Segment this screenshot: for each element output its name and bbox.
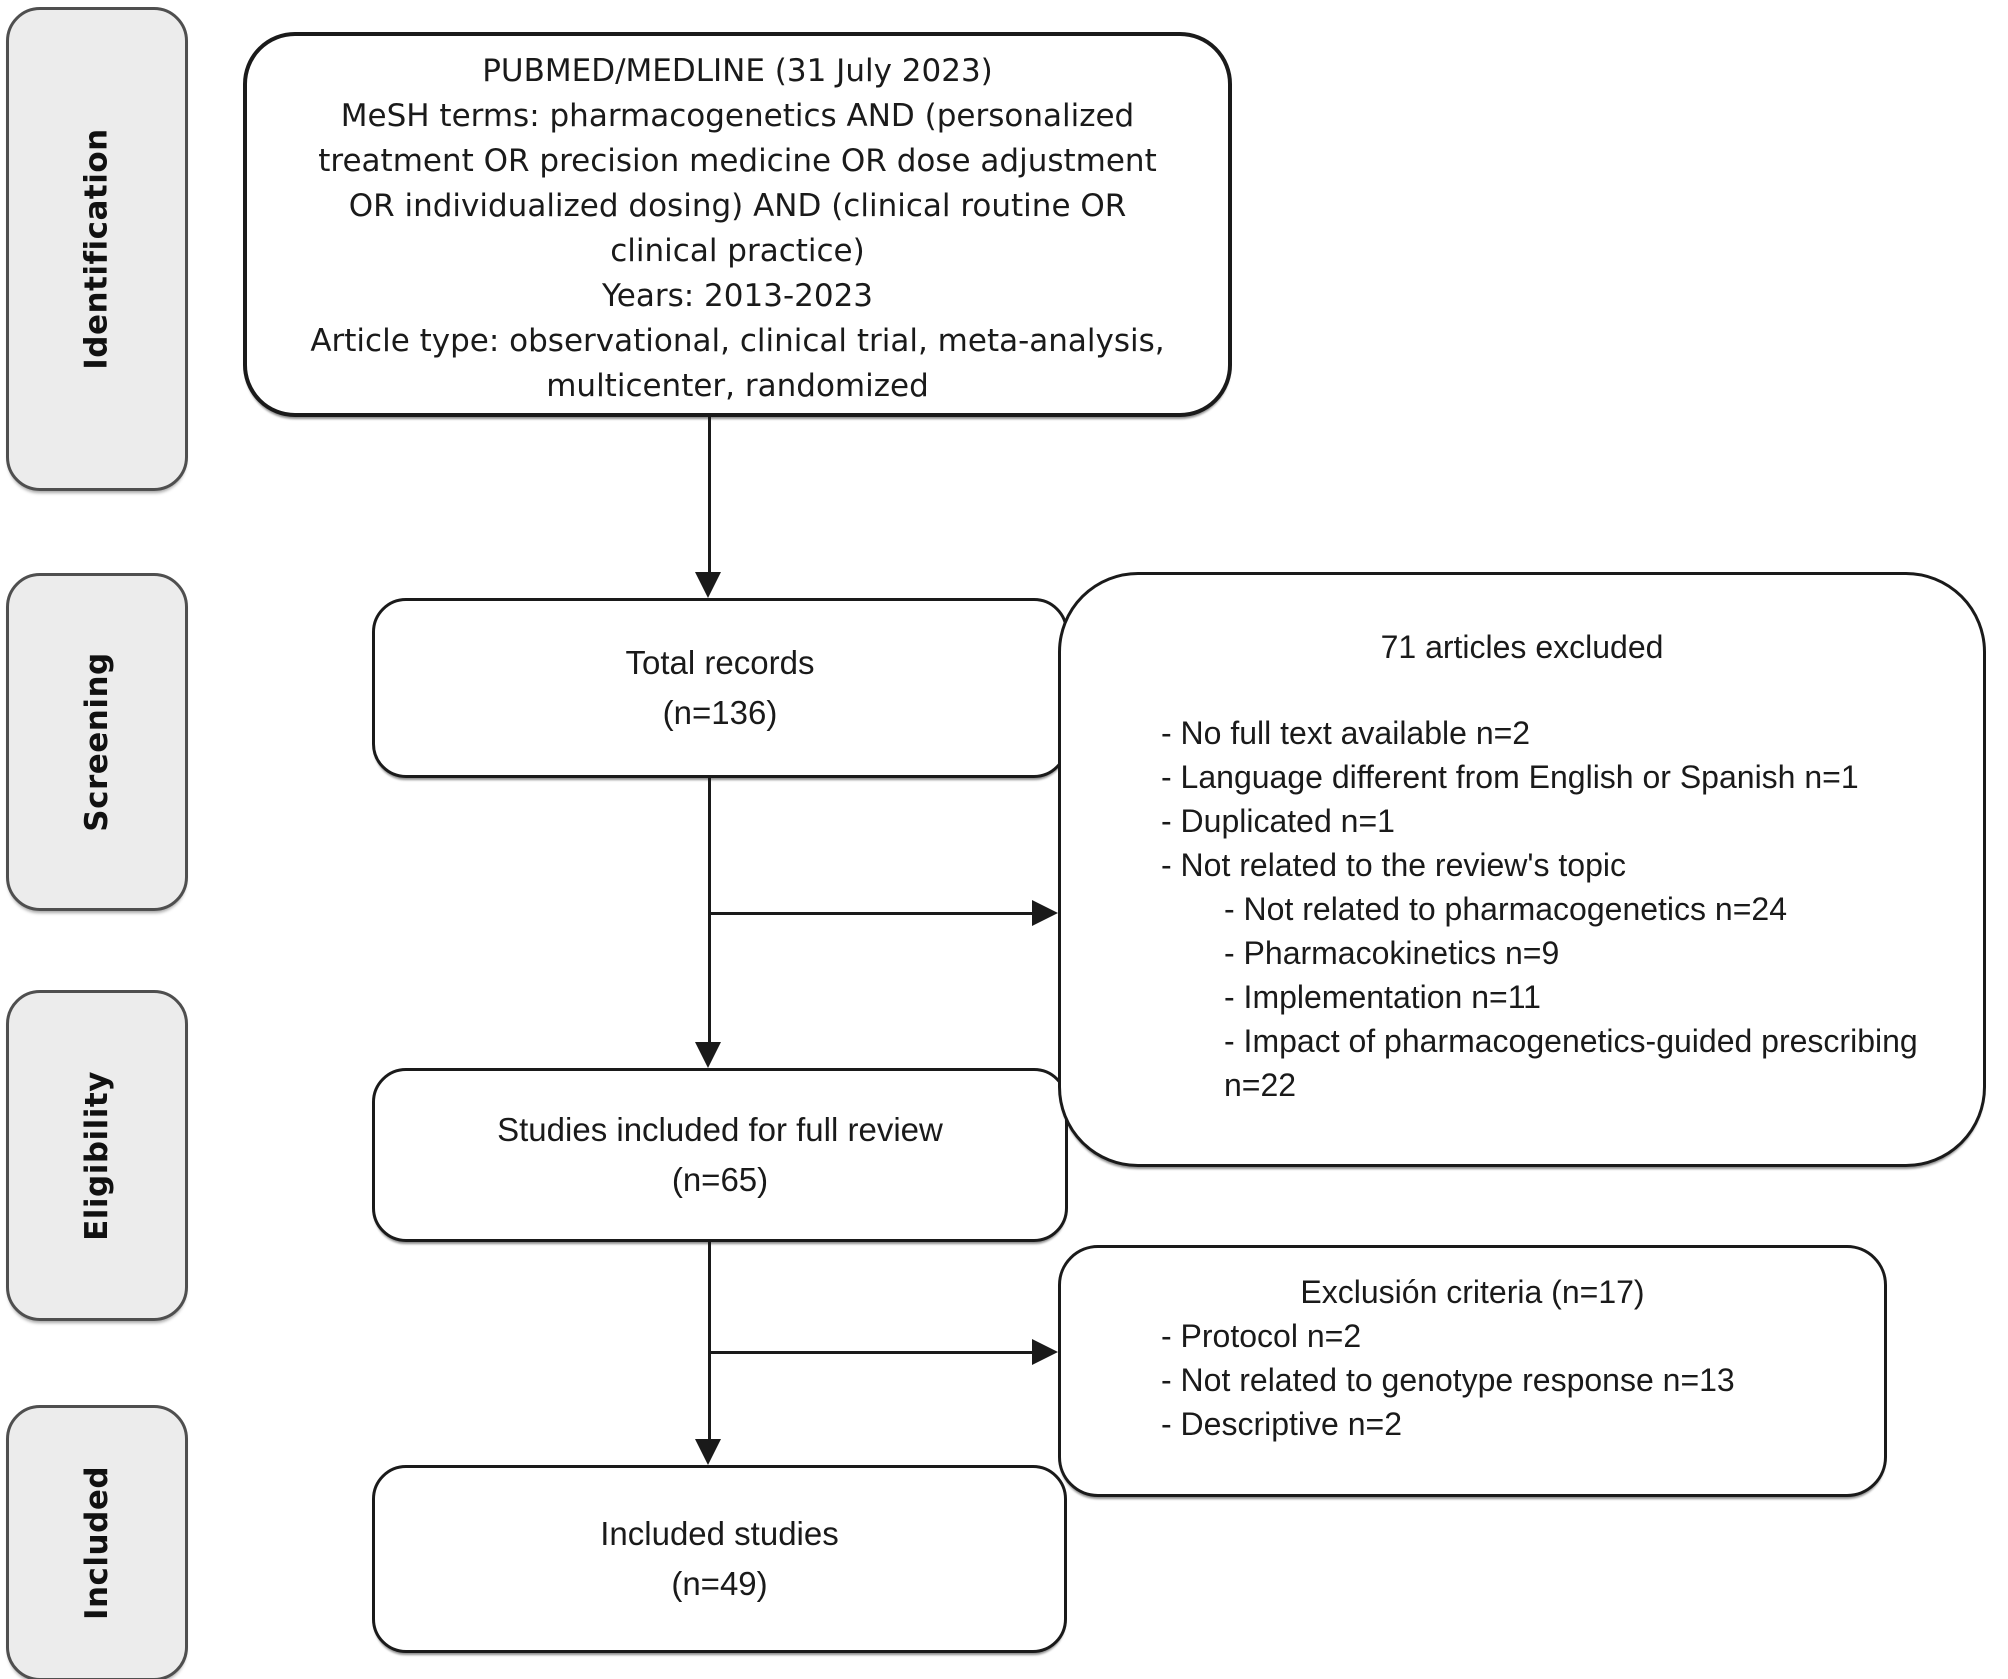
- stage-label: Eligibility: [79, 1070, 115, 1241]
- total-records-box: Total records (n=136): [372, 598, 1068, 778]
- full-review-title: Studies included for full review: [497, 1111, 943, 1148]
- stage-identification: Identification: [6, 7, 188, 491]
- stage-eligibility: Eligibility: [6, 990, 188, 1321]
- arrowhead-down: [695, 1042, 721, 1068]
- arrowhead-right: [1032, 900, 1058, 926]
- excluded-item: - No full text available n=2: [1161, 715, 1531, 751]
- full-review-count: (n=65): [671, 1161, 769, 1198]
- excluded-subitem: - Impact of pharmacogenetics-guided pres…: [1224, 1023, 1918, 1103]
- stage-screening: Screening: [6, 573, 188, 911]
- total-records-title: Total records: [625, 644, 815, 681]
- connector-branch-to-excluded: [710, 912, 1034, 915]
- excluded-articles-list: - No full text available n=2 - Language …: [1061, 711, 1983, 1107]
- excluded-subitem: - Pharmacokinetics n=9: [1224, 935, 1560, 971]
- search-strategy-text: PUBMED/MEDLINE (31 July 2023) MeSH terms…: [310, 53, 1165, 404]
- exclusion-criteria-title: Exclusión criteria (n=17): [1300, 1274, 1645, 1310]
- excluded-subitem: - Not related to pharmacogenetics n=24: [1224, 891, 1787, 927]
- exclusion-criteria-item: - Not related to genotype response n=13: [1161, 1362, 1735, 1398]
- included-studies-count: (n=49): [671, 1565, 768, 1602]
- excluded-item: - Duplicated n=1: [1161, 803, 1395, 839]
- exclusion-criteria-list: - Protocol n=2 - Not related to genotype…: [1061, 1314, 1884, 1446]
- arrowhead-down: [695, 1439, 721, 1465]
- connector-branch-to-criteria: [710, 1351, 1034, 1354]
- exclusion-criteria-box: Exclusión criteria (n=17) - Protocol n=2…: [1058, 1245, 1887, 1497]
- excluded-articles-title: 71 articles excluded: [1380, 629, 1664, 665]
- exclusion-criteria-item: - Descriptive n=2: [1161, 1406, 1402, 1442]
- stage-label: Screening: [79, 652, 115, 832]
- connector-total-to-fullreview: [708, 778, 711, 1044]
- excluded-subitem: - Implementation n=11: [1224, 979, 1541, 1015]
- included-studies-title: Included studies: [600, 1515, 839, 1552]
- included-studies-box: Included studies (n=49): [372, 1465, 1067, 1653]
- connector-fullreview-to-included: [708, 1242, 711, 1439]
- excluded-articles-box: 71 articles excluded - No full text avai…: [1058, 572, 1986, 1167]
- total-records-count: (n=136): [662, 694, 778, 731]
- stage-label: Identification: [79, 128, 116, 370]
- arrowhead-right: [1032, 1339, 1058, 1365]
- search-strategy-box: PUBMED/MEDLINE (31 July 2023) MeSH terms…: [243, 32, 1232, 417]
- stage-included: Included: [6, 1405, 188, 1679]
- excluded-item: - Not related to the review's topic: [1161, 847, 1626, 883]
- stage-label: Included: [79, 1465, 115, 1621]
- arrowhead-down: [695, 572, 721, 598]
- excluded-item: - Language different from English or Spa…: [1161, 759, 1859, 795]
- connector-search-to-total: [708, 417, 711, 574]
- exclusion-criteria-item: - Protocol n=2: [1161, 1318, 1362, 1354]
- full-review-box: Studies included for full review (n=65): [372, 1068, 1068, 1242]
